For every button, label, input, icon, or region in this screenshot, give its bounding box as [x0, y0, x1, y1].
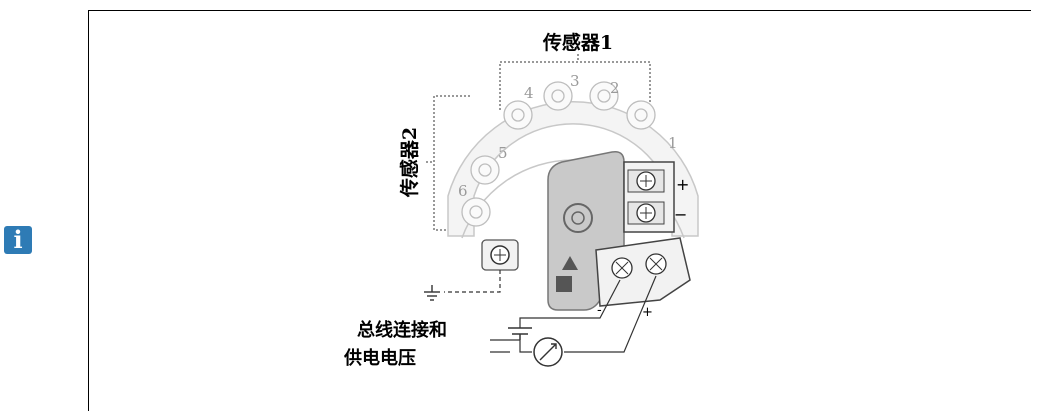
- terminal-number-3: 3: [570, 72, 580, 90]
- upper-minus-label: −: [674, 205, 687, 224]
- info-icon: i: [4, 226, 32, 254]
- wire-minus: [519, 279, 621, 328]
- lower-minus-label: -: [597, 303, 602, 318]
- diagram-frame: [88, 10, 1031, 411]
- terminal-screws: [461, 81, 656, 227]
- terminal-number-2: 2: [610, 79, 620, 97]
- upper-screw-terminal-icon: [623, 161, 675, 233]
- ground-terminal-icon: [481, 239, 519, 271]
- current-meter-icon: [533, 337, 563, 367]
- lower-plus-label: +: [642, 305, 653, 320]
- terminal-number-6: 6: [458, 182, 468, 200]
- bus-connection-label-line2: 供电电压: [343, 347, 416, 369]
- sensor2-label: 传感器2: [398, 127, 421, 198]
- terminal-number-5: 5: [498, 144, 508, 162]
- sensor1-label: 传感器1: [542, 31, 613, 54]
- bus-connection-label-line1: 总线连接和: [357, 319, 447, 341]
- esd-warning-icon: [562, 256, 578, 270]
- ground-icon: [424, 285, 440, 301]
- terminal-number-4: 4: [524, 84, 534, 102]
- info-glyph: i: [13, 225, 23, 254]
- upper-plus-label: +: [676, 175, 689, 194]
- lower-screw-terminal-icon: [595, 237, 691, 307]
- wire-plus: [564, 275, 657, 353]
- power-supply-icon: [508, 327, 532, 340]
- qr-code-icon: [556, 276, 572, 292]
- button-icon: [563, 203, 593, 233]
- sensor1-bracket: [499, 61, 651, 110]
- terminal-number-1: 1: [668, 134, 678, 152]
- wiring-diagram: 传感器1 传感器2 1 2 3 4 5 6: [343, 31, 699, 369]
